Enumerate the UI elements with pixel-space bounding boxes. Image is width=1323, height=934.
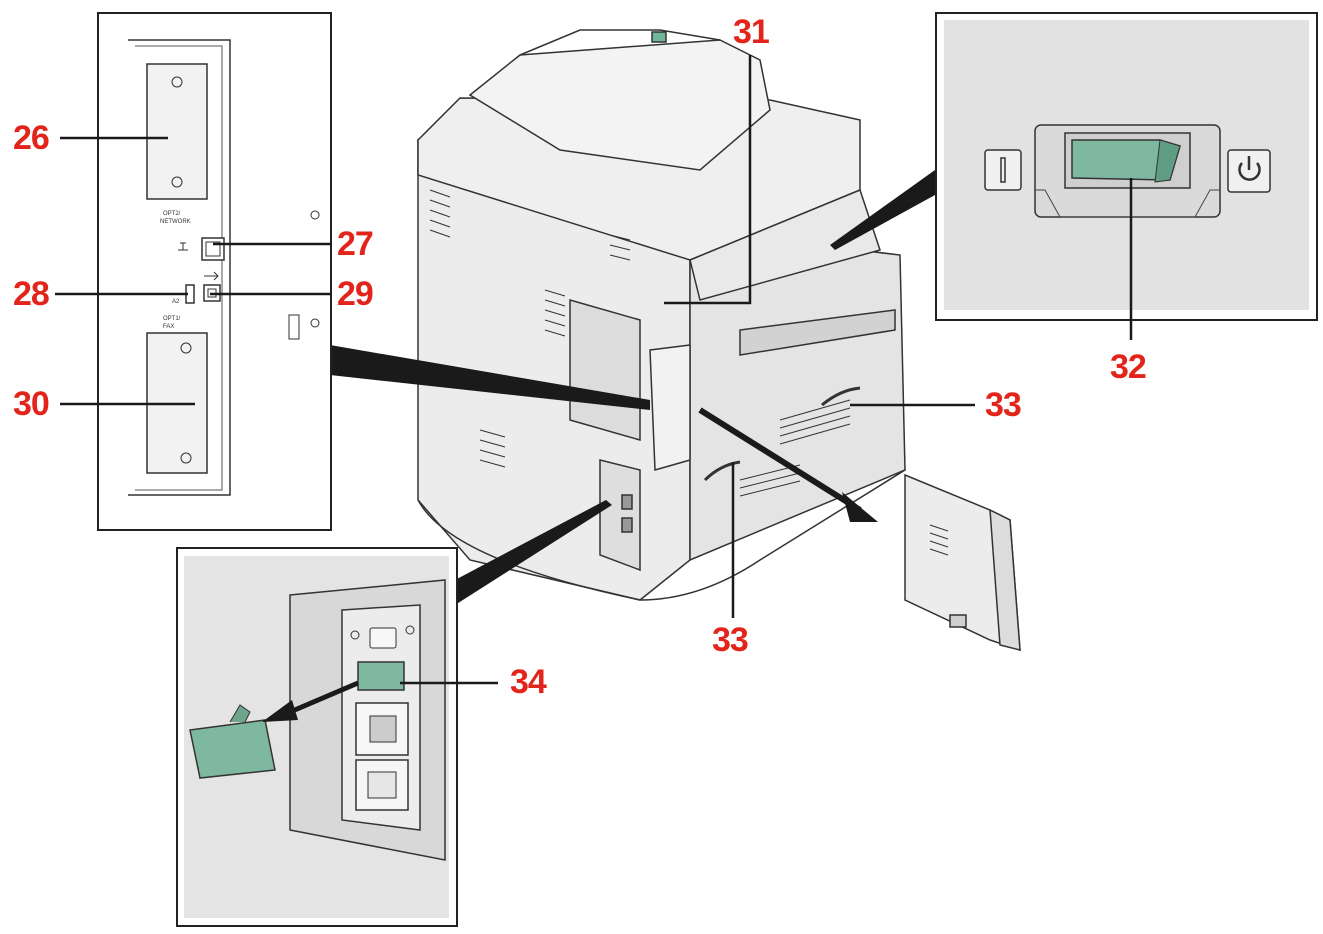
label-a2: A2	[172, 299, 180, 305]
callout-29: 29	[337, 275, 374, 313]
zoom-wedges	[330, 170, 935, 605]
inset-power-inlet	[176, 547, 458, 927]
inset-ports	[97, 12, 332, 531]
callout-33-right: 33	[985, 386, 1022, 424]
remove-cover-arrow	[698, 407, 878, 522]
label-opt1: OPT1/	[163, 316, 181, 322]
callout-26: 26	[13, 119, 50, 157]
label-fax: FAX	[163, 324, 174, 330]
remove-cap-arrow	[262, 680, 359, 722]
callout-34: 34	[510, 663, 547, 701]
leader-lines	[55, 55, 1133, 685]
callout-31: 31	[733, 13, 770, 51]
label-network: NETWORK	[160, 219, 191, 225]
power-standby-icon	[1238, 156, 1261, 181]
inset-power-switch	[935, 12, 1318, 321]
callout-27: 27	[337, 225, 374, 263]
power-on-bar-icon	[1000, 157, 1006, 183]
printer-body	[417, 29, 906, 601]
network-icon	[178, 242, 188, 251]
side-cover	[904, 473, 1021, 652]
usb-icon	[204, 271, 219, 281]
callout-32: 32	[1110, 348, 1147, 386]
label-opt2: OPT2/	[163, 211, 181, 217]
callout-30: 30	[13, 385, 50, 423]
callout-33-bottom: 33	[712, 621, 749, 659]
callout-28: 28	[13, 275, 50, 313]
